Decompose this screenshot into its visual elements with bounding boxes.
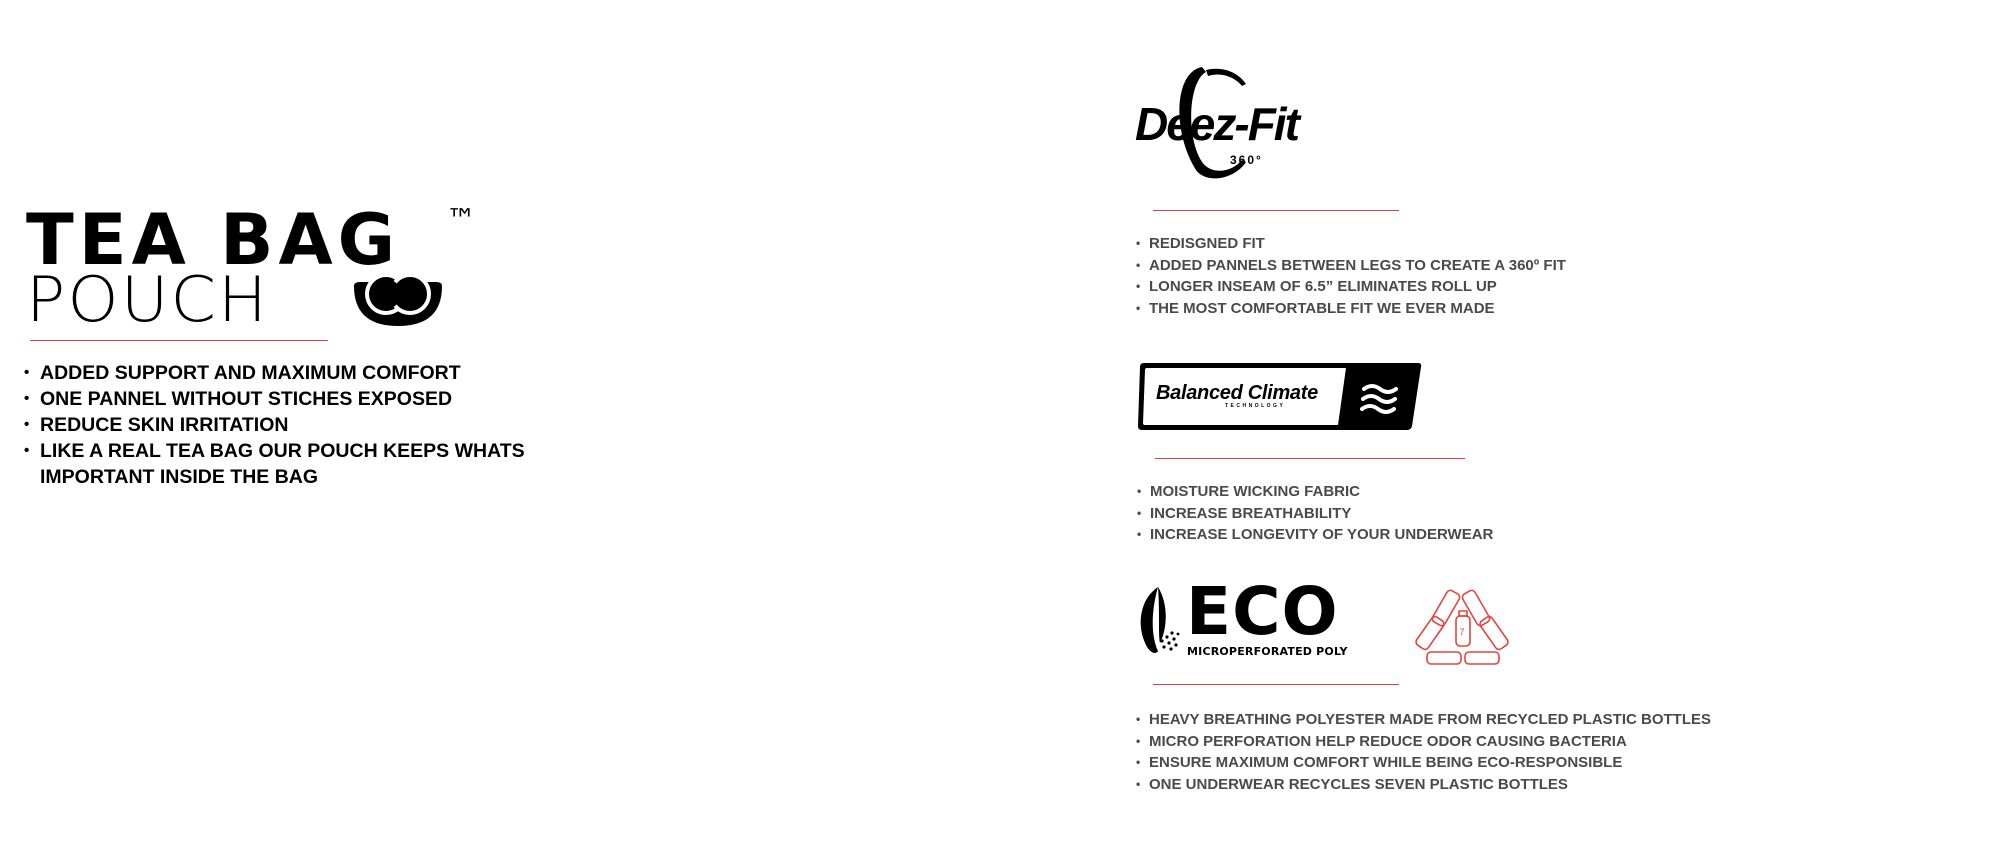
list-item: ADDED SUPPORT AND MAXIMUM COMFORT	[24, 360, 604, 386]
pouch-title: POUCH	[26, 263, 270, 336]
balanced-climate-logo-text: Balanced Climate	[1156, 382, 1318, 404]
list-item: ADDED PANNELS BETWEEN LEGS TO CREATE A 3…	[1136, 255, 1836, 277]
pouch-icon	[354, 273, 442, 326]
list-item: LONGER INSEAM OF 6.5” ELIMINATES ROLL UP	[1136, 276, 1836, 298]
recycle-bottles-icon: 7	[1415, 589, 1509, 665]
eco-logo-sub: MICROPERFORATED POLY	[1187, 645, 1348, 658]
list-item: REDISGNED FIT	[1136, 233, 1836, 255]
list-item: ONE PANNEL WITHOUT STICHES EXPOSED	[24, 386, 604, 412]
recycle-digit: 7	[1460, 627, 1465, 637]
balanced-climate-divider	[1155, 458, 1465, 459]
list-item: ONE UNDERWEAR RECYCLES SEVEN PLASTIC BOT…	[1136, 774, 1836, 796]
list-item: INCREASE BREATHABILITY	[1137, 503, 1837, 525]
list-item: REDUCE SKIN IRRITATION	[24, 412, 604, 438]
deez-fit-features: REDISGNED FIT ADDED PANNELS BETWEEN LEGS…	[1136, 233, 1836, 319]
balanced-climate-badge	[1138, 363, 1422, 430]
deez-fit-logo: Deez-Fit 360°	[1135, 67, 1304, 179]
tea-bag-features: ADDED SUPPORT AND MAXIMUM COMFORT ONE PA…	[24, 360, 604, 490]
deez-fit-logo-text: Deez-Fit	[1135, 98, 1302, 150]
deez-fit-logo-sub: 360°	[1230, 153, 1263, 167]
list-item: THE MOST COMFORTABLE FIT WE EVER MADE	[1136, 298, 1836, 320]
list-item: LIKE A REAL TEA BAG OUR POUCH KEEPS WHAT…	[24, 438, 604, 490]
eco-features: HEAVY BREATHING POLYESTER MADE FROM RECY…	[1136, 709, 1836, 795]
eco-divider	[1153, 684, 1399, 685]
list-item: ENSURE MAXIMUM COMFORT WHILE BEING ECO-R…	[1136, 752, 1836, 774]
tea-bag-divider	[30, 340, 328, 341]
list-item: MICRO PERFORATION HELP REDUCE ODOR CAUSI…	[1136, 731, 1836, 753]
balanced-climate-features: MOISTURE WICKING FABRIC INCREASE BREATHA…	[1137, 481, 1837, 546]
list-item: HEAVY BREATHING POLYESTER MADE FROM RECY…	[1136, 709, 1836, 731]
list-item: MOISTURE WICKING FABRIC	[1137, 481, 1837, 503]
eco-logo-text: ECO	[1186, 573, 1339, 650]
trademark-symbol: ™	[446, 203, 476, 238]
tea-bag-title: TEA BAG	[26, 199, 401, 281]
balanced-climate-logo-sub: TECHNOLOGY	[1225, 403, 1286, 409]
list-item: INCREASE LONGEVITY OF YOUR UNDERWEAR	[1137, 524, 1837, 546]
deez-fit-divider	[1153, 210, 1399, 211]
waves-icon	[1360, 384, 1398, 414]
leaf-icon	[1140, 587, 1180, 653]
